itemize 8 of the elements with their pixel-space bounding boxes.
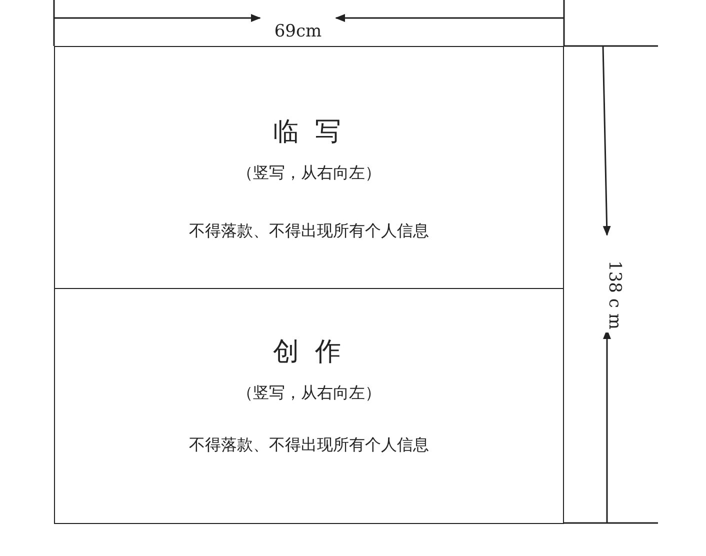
heading: 临 写 bbox=[272, 117, 346, 147]
subtitle: （竖写，从右向左） bbox=[237, 383, 381, 402]
note-text: 不得落款、不得出现所有个人信息 bbox=[189, 221, 429, 240]
note-text: 不得落款、不得出现所有个人信息 bbox=[189, 435, 429, 454]
panel-box bbox=[54, 46, 564, 289]
subtitle: （竖写，从右向左） bbox=[237, 163, 381, 182]
panel-box bbox=[54, 288, 564, 524]
heading: 创 作 bbox=[272, 337, 346, 367]
